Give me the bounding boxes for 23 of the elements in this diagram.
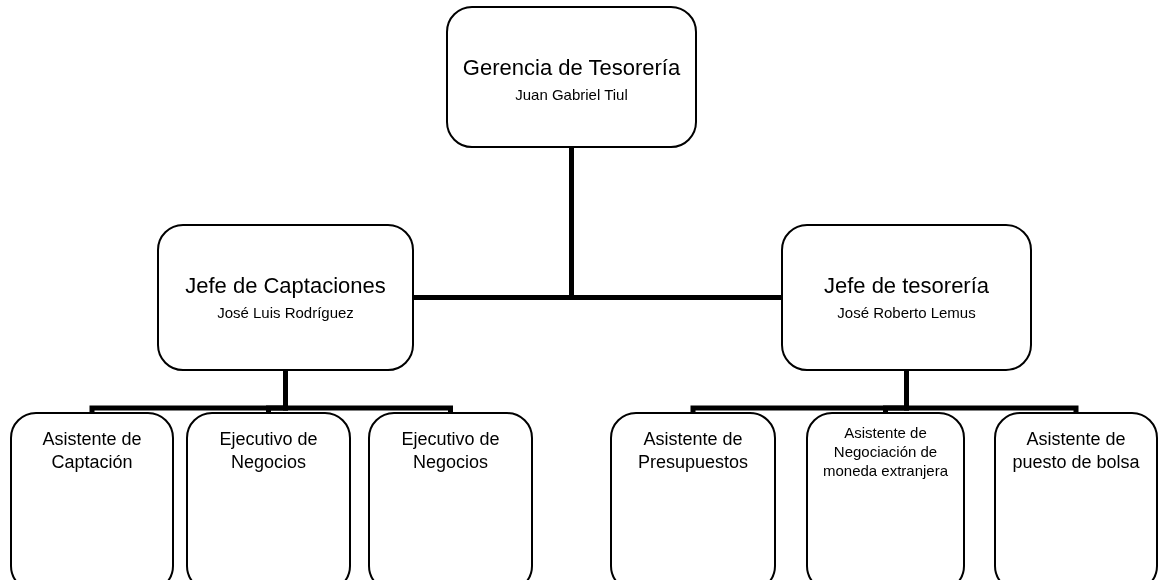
position-title: Asistente de puesto de bolsa [1011,428,1141,473]
person-name: José Luis Rodríguez [217,303,354,323]
org-box [368,412,533,580]
org-box [994,412,1158,580]
org-box [806,412,965,580]
org-box [157,224,414,371]
position-title: Ejecutivo de Negocios [400,428,501,473]
connector-line [283,371,453,412]
position-title: Jefe de Captaciones [185,272,386,300]
position-title: Asistente de Captación [41,428,143,473]
position-title: Ejecutivo de Negocios [218,428,319,473]
person-name: Juan Gabriel Tiul [515,85,628,105]
org-box [186,412,351,580]
org-box [781,224,1032,371]
position-title: Asistente de Negociación de moneda extranjera [821,424,950,481]
position-title: Gerencia de Tesorería [462,54,681,82]
connector-line [904,371,1079,412]
position-title: Jefe de tesorería [823,272,990,300]
org-box [610,412,776,580]
person-name: José Roberto Lemus [837,303,976,323]
position-title: Asistente de Presupuestos [636,428,750,473]
org-box [10,412,174,580]
org-box [446,6,697,148]
